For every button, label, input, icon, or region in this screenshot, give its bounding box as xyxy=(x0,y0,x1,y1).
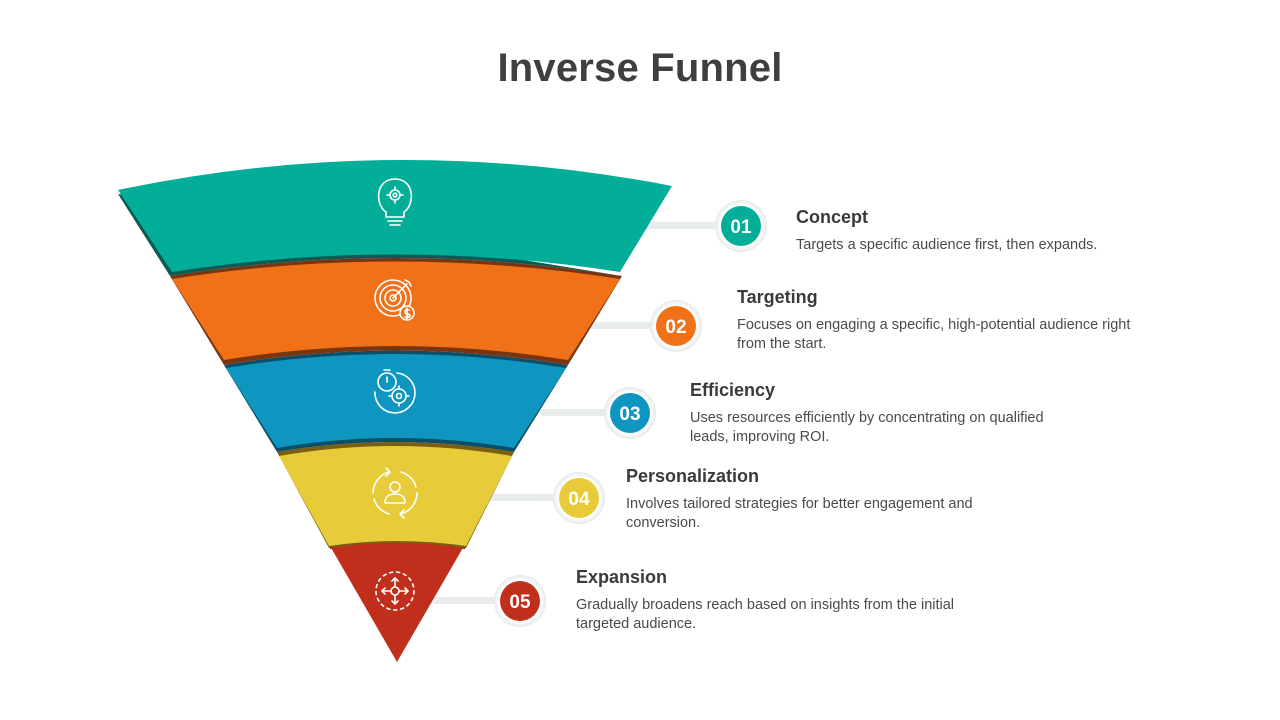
badge-2-number: 02 xyxy=(665,317,686,338)
funnel-segment-4 xyxy=(279,446,512,546)
connector-line-4 xyxy=(486,494,558,501)
lightbulb-gear-icon xyxy=(377,178,413,226)
stage-heading: Concept xyxy=(796,207,868,227)
stage-description: Uses resources efficiently by concentrat… xyxy=(690,410,1044,445)
badge-2: 02 xyxy=(650,300,702,352)
stage-heading: Targeting xyxy=(737,287,818,307)
badge-5-fill xyxy=(500,581,540,621)
user-cycle-icon xyxy=(372,467,418,519)
funnel-segment-1 xyxy=(118,159,672,272)
connector-line-3 xyxy=(540,409,612,416)
stage-description: Targets a specific audience first, then … xyxy=(796,237,1098,253)
connector-line-2 xyxy=(588,322,656,329)
stage-description: Involves tailored strategies for better … xyxy=(626,496,973,531)
stage-heading: Efficiency xyxy=(690,380,776,400)
stage-item-2: Targeting Focuses on engaging a specific… xyxy=(737,287,1132,354)
badge-5-number: 05 xyxy=(509,592,531,613)
stage-item-4: Personalization Involves tailored strate… xyxy=(626,466,1021,533)
badge-2-fill xyxy=(656,306,696,346)
badge-3: 03 xyxy=(604,387,656,439)
badge-4-number: 04 xyxy=(568,489,590,510)
badge-3-number: 03 xyxy=(619,404,640,425)
page-title: Inverse Funnel xyxy=(497,46,783,90)
stage-heading: Expansion xyxy=(576,567,668,587)
stage-item-3: Efficiency Uses resources efficiently by… xyxy=(690,380,1085,447)
badge-4: 04 xyxy=(553,472,605,524)
badge-4-fill xyxy=(559,478,599,518)
stopwatch-gear-icon xyxy=(374,369,416,414)
expand-arrows-icon xyxy=(375,571,415,611)
badge-1-number: 01 xyxy=(730,217,752,238)
connector-line-5 xyxy=(428,597,502,604)
target-dollar-icon xyxy=(374,279,415,321)
stage-heading: Personalization xyxy=(626,466,760,486)
badge-5: 05 xyxy=(494,575,546,627)
badge-3-fill xyxy=(610,393,650,433)
stage-description: Gradually broadens reach based on insigh… xyxy=(576,597,955,632)
stage-item-5: Expansion Gradually broadens reach based… xyxy=(576,567,1001,634)
stage-description: Focuses on engaging a specific, high-pot… xyxy=(737,317,1131,352)
funnel-segment-3 xyxy=(226,354,566,448)
stage-item-1: Concept Targets a specific audience firs… xyxy=(796,207,1256,255)
badge-1: 01 xyxy=(715,200,767,252)
badge-1-fill xyxy=(721,206,761,246)
